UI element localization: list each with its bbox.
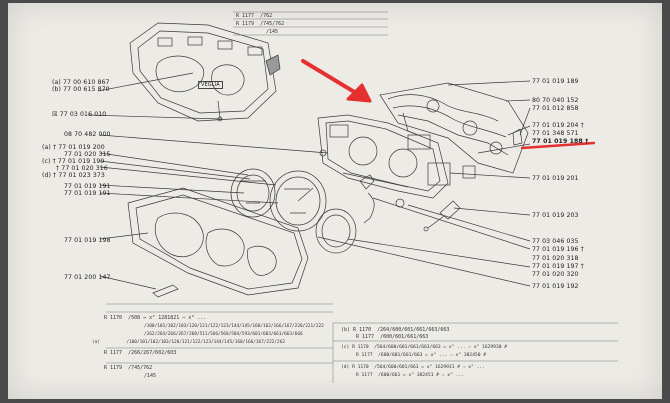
red-underline-annotation: [520, 141, 596, 150]
bl-row-7: /145: [144, 373, 157, 379]
right-part-14: 77 01 019 192: [532, 283, 579, 290]
right-part-6-highlighted: 77 01 019 188 †: [532, 138, 589, 145]
clock-dial: [230, 168, 276, 218]
front-bezel: [127, 187, 309, 296]
main-housing: [317, 114, 449, 199]
right-part-9: 77 03 046 035: [532, 238, 579, 245]
left-part-7: (c) † 77 01 019 199: [42, 158, 105, 165]
catalog-page: R 1177 /762 R 1179 /745/762 /145 VEGLIA …: [8, 3, 662, 399]
br-row-1: (b) R 1170 /264/600/601/661/663/663: [341, 327, 450, 333]
bl-row-1: R 1170 /508 ⇔ x° 1281821 ⇨ x° ...: [104, 315, 207, 321]
right-part-1: 77 01 019 189: [532, 78, 579, 85]
upper-housing: [129, 22, 277, 122]
bl-row-2: /100/101/102/103/120/121/122/123/144/145…: [144, 324, 324, 329]
left-part-4: 08 70 482 000: [64, 131, 111, 138]
circuit-board: [379, 82, 529, 174]
bl-row-6: R 1179 /745/762: [104, 365, 153, 371]
right-part-13: 77 01 020 320: [532, 271, 579, 278]
right-part-3: 77 01 012 858: [532, 105, 579, 112]
top-ref-row-1: R 1177 /762: [236, 13, 273, 19]
right-part-4: 77 01 019 204 †: [532, 122, 584, 129]
dial-brand-label: VEGLIA: [198, 81, 223, 89]
br-row-2: R 1177 /600/601/661/663: [356, 334, 429, 340]
bl-row-5: R 1177 /266/267/602/603: [104, 350, 177, 356]
br-row-5: (d) R 1170 /564/600/601/663 ⇔ x° 1629931…: [341, 365, 485, 370]
right-part-8: 77 01 019 203: [532, 212, 579, 219]
br-row-6: R 1177 /600/661 ⇔ x° 382451 # ⇨ x° ...: [356, 373, 464, 378]
left-part-12: 77 01 019 198: [64, 237, 111, 244]
left-part-2: (b) 77 00 615 870: [52, 86, 110, 93]
left-part-9: (d) † 77 01 023 373: [42, 172, 105, 179]
left-part-13: 77 01 200 147: [64, 274, 111, 281]
left-part-8: † 77 01 020 316: [56, 165, 108, 172]
left-part-5: (a) † 77 01 019 200: [42, 144, 105, 151]
exploded-diagram: [87, 11, 618, 383]
top-ref-row-3: /145: [266, 29, 279, 35]
left-part-6: 77 01 020 315: [64, 151, 111, 158]
right-part-5: 77 01 348 571: [532, 130, 579, 137]
top-ref-row-2: R 1179 /745/762: [236, 21, 285, 27]
left-part-11: 77 01 019 191: [64, 190, 111, 197]
left-part-3: ☒ 77 03 016 010: [52, 111, 107, 118]
fuel-dial: [315, 208, 357, 254]
red-arrow-annotation: [301, 59, 372, 103]
left-part-10: 77 01 019 191: [64, 183, 111, 190]
right-part-10: 77 01 019 196 †: [532, 246, 584, 253]
br-row-3: (c) R 1170 /564/600/601/661/663/663 ⇔ x°…: [341, 345, 508, 350]
bl-row-4: (a) /100/101/102/103/120/121/122/123/144…: [92, 340, 285, 345]
right-part-11: 77 01 020 318: [532, 255, 579, 262]
right-part-12: 77 01 019 197 †: [532, 263, 584, 270]
right-part-7: 77 01 019 201: [532, 175, 579, 182]
bl-row-3: /262/264/266/267/268/511/566/568/584/593…: [144, 332, 303, 337]
br-row-4: R 1177 /600/601/661/663 ⇔ x° ... ⇨ x° 38…: [356, 353, 487, 358]
speedometer-dial: [269, 170, 327, 232]
right-part-2: 80 70 040 152: [532, 97, 579, 104]
left-part-1: (a) 77 00 610 867: [52, 79, 110, 86]
